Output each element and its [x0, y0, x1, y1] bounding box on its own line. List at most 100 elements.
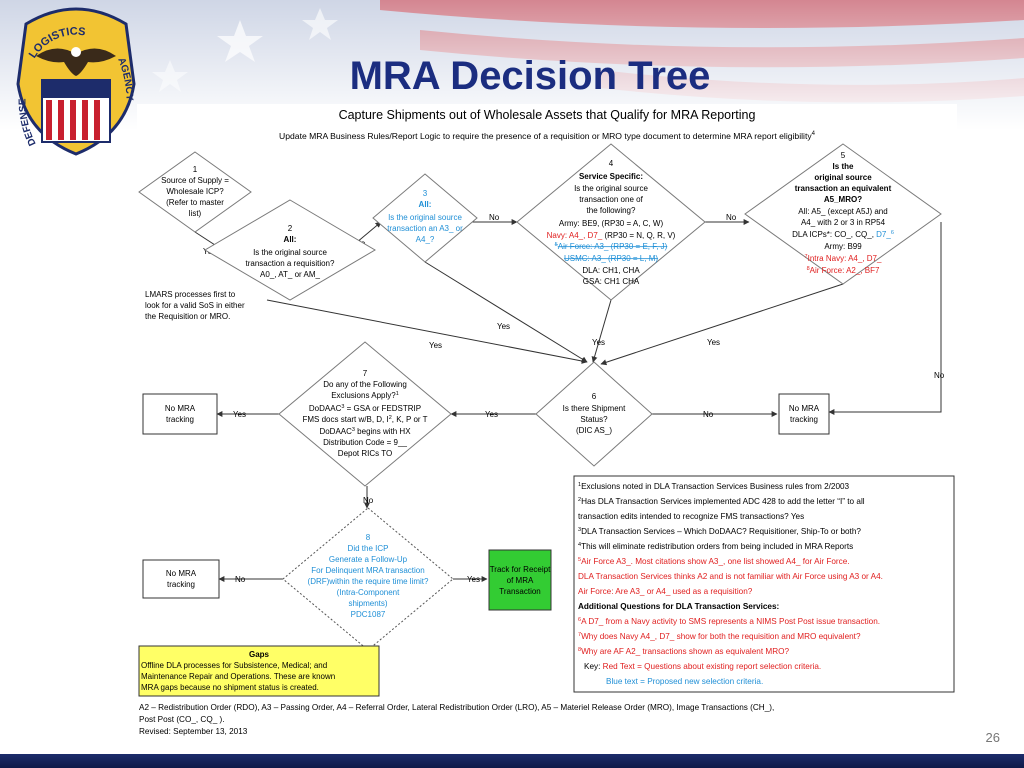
svg-text:Army: B99: Army: B99	[824, 242, 862, 251]
svg-text:shipments): shipments)	[348, 599, 387, 608]
edge-label-no: No	[235, 575, 246, 584]
edge-4-to-6-yes	[591, 299, 612, 363]
note-line: 8Why are AF A2_ transactions shown as eq…	[578, 647, 789, 656]
note-line: 5Air Force A3_. Most citations show A3_,…	[578, 557, 850, 566]
svg-text:8: 8	[366, 533, 371, 542]
svg-text:transaction an equivalent: transaction an equivalent	[795, 184, 892, 193]
edge-label-yes: Yes	[707, 338, 720, 347]
edge-label-no: No	[726, 213, 737, 222]
svg-text:4: 4	[609, 159, 614, 168]
decision-node-3: 3 All: Is the original source transactio…	[372, 173, 478, 263]
svg-text:GSA: CH1 CHA: GSA: CH1 CHA	[583, 277, 640, 286]
svg-text:Track for Receipt: Track for Receipt	[490, 565, 551, 574]
svg-text:transaction an A3_ or: transaction an A3_ or	[387, 224, 463, 233]
svg-text:Is the original source: Is the original source	[574, 184, 648, 193]
edge-label-no: No	[489, 213, 500, 222]
svg-text:7: 7	[363, 369, 368, 378]
svg-text:Is there Shipment: Is there Shipment	[563, 404, 626, 413]
key-line: Key: Red Text = Questions about existing…	[584, 662, 821, 671]
svg-text:All: A5_ (except A5J) and: All: A5_ (except A5J) and	[798, 207, 887, 216]
decision-node-5: 5 Is the original source transaction an …	[744, 143, 942, 285]
svg-text:DoDAAC3 begins with HX: DoDAAC3 begins with HX	[319, 427, 411, 436]
eagle-icon	[36, 47, 116, 76]
note-line: Additional Questions for DLA Transaction…	[578, 602, 779, 611]
svg-text:(DRF)within the require time l: (DRF)within the require time limit?	[308, 577, 429, 586]
svg-text:Navy: A4_, D7_ (RP30 = N, Q, R: Navy: A4_, D7_ (RP30 = N, Q, R, V)	[547, 231, 676, 240]
svg-text:DLA ICPs*: CO_, CQ_, D7_6: DLA ICPs*: CO_, CQ_, D7_6	[792, 230, 894, 239]
note-line: 3DLA Transaction Services – Which DoDAAC…	[578, 527, 861, 536]
svg-text:Service Specific:: Service Specific:	[579, 172, 643, 181]
svg-text:transaction a requisition?: transaction a requisition?	[246, 259, 335, 268]
note-line: 2Has DLA Transaction Services implemente…	[578, 497, 865, 506]
edge-label-yes: Yes	[233, 410, 246, 419]
decision-node-7: 7 Do any of the Following Exclusions App…	[278, 341, 452, 487]
svg-text:1: 1	[193, 165, 198, 174]
note-line: 6A D7_ from a Navy activity to SMS repre…	[578, 617, 880, 626]
no-mra-tracking-box-bottom: No MRA tracking	[142, 559, 220, 599]
svg-text:tracking: tracking	[167, 580, 195, 589]
svg-text:Distribution Code = 9__: Distribution Code = 9__	[323, 438, 407, 447]
svg-text:(DIC AS_): (DIC AS_)	[576, 426, 612, 435]
edge-label-yes: Yes	[485, 410, 498, 419]
gaps-box: Gaps Offline DLA processes for Subsisten…	[138, 645, 380, 697]
svg-text:Transaction: Transaction	[499, 587, 541, 596]
svg-text:FMS docs start w/B, D, I2, K,: FMS docs start w/B, D, I2, K, P or T	[302, 415, 427, 424]
svg-text:Offline DLA processes for Subs: Offline DLA processes for Subsistence, M…	[141, 661, 327, 670]
svg-text:8Air Force: A2_, BF7: 8Air Force: A2_, BF7	[807, 266, 880, 275]
bottom-bar	[0, 754, 1024, 768]
connector-lines	[194, 219, 942, 582]
svg-text:A2 – Redistribution Order (RDO: A2 – Redistribution Order (RDO), A3 – Pa…	[139, 703, 774, 712]
no-mra-tracking-box-right: No MRA tracking	[778, 393, 830, 435]
svg-text:Do any of the Following: Do any of the Following	[323, 380, 407, 389]
svg-text:A4_ with 2 or 3 in RP54: A4_ with 2 or 3 in RP54	[801, 218, 886, 227]
defense-logistics-agency-seal: LOGISTICS DEFENSE AGENCY	[16, 7, 136, 156]
svg-text:5: 5	[841, 151, 846, 160]
edge-label-no: No	[934, 371, 945, 380]
decision-node-6: 6 Is there Shipment Status? (DIC AS_)	[535, 361, 653, 467]
svg-text:of MRA: of MRA	[507, 576, 534, 585]
mra-decision-tree-diagram: Capture Shipments out of Wholesale Asset…	[137, 104, 957, 744]
track-for-receipt-box: Track for Receipt of MRA Transaction	[488, 549, 552, 611]
note-line: 1Exclusions noted in DLA Transaction Ser…	[578, 482, 850, 491]
edge-label-yes: Yes	[429, 341, 442, 350]
note-line: 4This will eliminate redistribution orde…	[578, 542, 853, 551]
svg-text:No MRA: No MRA	[165, 404, 196, 413]
svg-text:Did the ICP: Did the ICP	[348, 544, 389, 553]
page-number: 26	[985, 730, 1000, 745]
notes-box: 1Exclusions noted in DLA Transaction Ser…	[573, 475, 955, 693]
decision-node-4: 4 Service Specific: Is the original sour…	[516, 143, 706, 301]
svg-text:A4_?: A4_?	[416, 235, 435, 244]
diagram-subheading: Update MRA Business Rules/Report Logic t…	[279, 131, 816, 141]
svg-text:Wholesale ICP?: Wholesale ICP?	[166, 187, 224, 196]
lmars-note: LMARS processes first to look for a vali…	[145, 290, 245, 321]
svg-text:For Delinquent MRA transaction: For Delinquent MRA transaction	[311, 566, 424, 575]
svg-text:the Requisition or MRO.: the Requisition or MRO.	[145, 312, 230, 321]
note-line: 7Why does Navy A4_, D7_ show for both th…	[578, 632, 861, 641]
svg-text:PDC1087: PDC1087	[351, 610, 386, 619]
svg-text:Post Post (CO_, CQ_ ).: Post Post (CO_, CQ_ ).	[139, 715, 225, 724]
svg-text:MRA gaps because no shipment s: MRA gaps because no shipment status is c…	[141, 683, 319, 692]
svg-text:Status?: Status?	[580, 415, 608, 424]
note-line: transaction edits intended to recognize …	[578, 512, 804, 521]
svg-text:Is the: Is the	[833, 162, 854, 171]
svg-text:2: 2	[288, 224, 293, 233]
svg-text:Is the original source: Is the original source	[388, 213, 462, 222]
diagram-heading: Capture Shipments out of Wholesale Asset…	[339, 108, 756, 122]
svg-text:the following?: the following?	[587, 206, 636, 215]
svg-text:(Intra-Component: (Intra-Component	[337, 588, 400, 597]
svg-text:All:: All:	[419, 200, 432, 209]
svg-text:Source of Supply =: Source of Supply =	[161, 176, 229, 185]
edge-label-no: No	[363, 496, 374, 505]
svg-text:DLA: CH1, CHA: DLA: CH1, CHA	[582, 266, 640, 275]
svg-text:3: 3	[423, 189, 428, 198]
svg-text:All:: All:	[284, 235, 297, 244]
svg-text:Gaps: Gaps	[249, 650, 270, 659]
svg-text:USMC: A3_ (RP30 = L, M): USMC: A3_ (RP30 = L, M)	[564, 254, 658, 263]
key-line: Blue text = Proposed new selection crite…	[606, 677, 763, 686]
svg-text:transaction one of: transaction one of	[579, 195, 643, 204]
svg-text:6: 6	[592, 392, 597, 401]
edge-label-no: No	[703, 410, 714, 419]
svg-text:Maintenance Repair and Operati: Maintenance Repair and Operations. These…	[141, 672, 335, 681]
edge-3-to-6-yes	[424, 261, 588, 363]
